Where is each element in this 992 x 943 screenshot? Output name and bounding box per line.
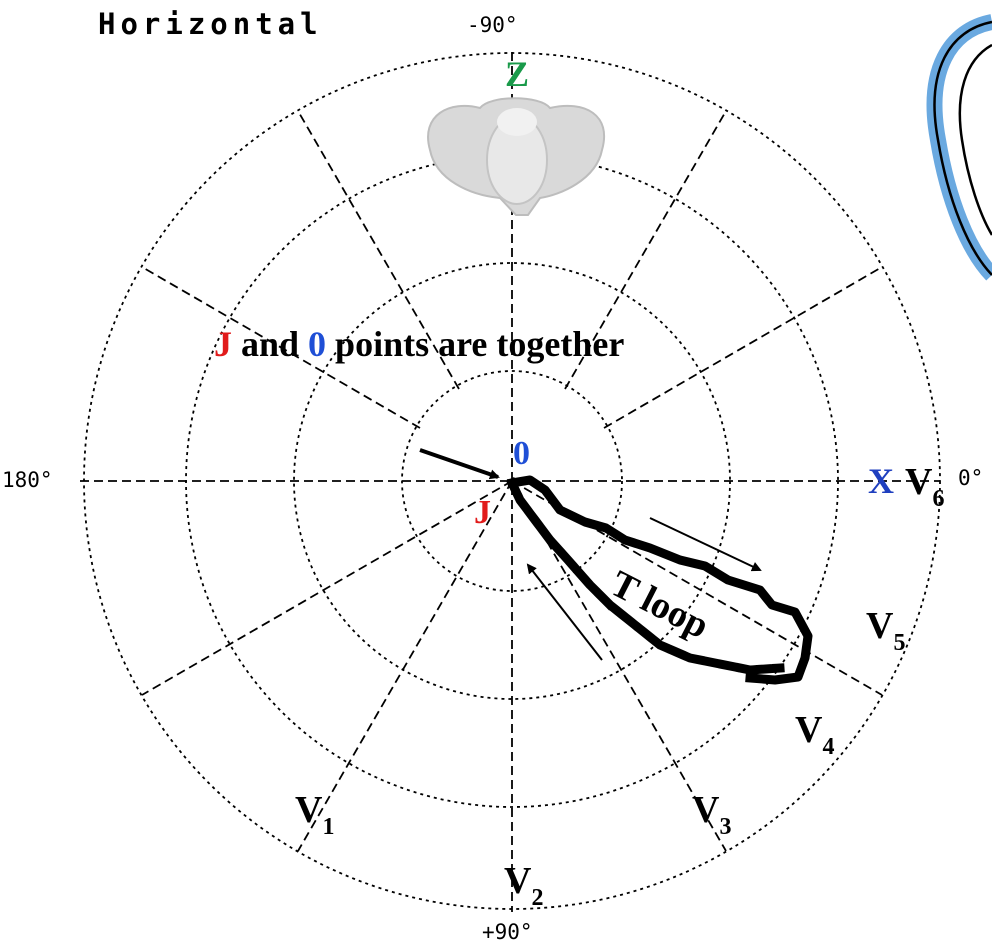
return-arrow [526, 563, 603, 661]
radial-150 [141, 480, 513, 696]
radial-300 [564, 110, 727, 390]
annotation-j: J [214, 324, 232, 364]
angle-top: -90° [467, 13, 518, 37]
lead-v4: V4 [795, 709, 834, 760]
lead-v1: V1 [295, 789, 334, 840]
heart-illustration [926, 14, 992, 281]
z-axis-label: Z [505, 54, 529, 94]
t-loop-label: T loop [604, 563, 716, 648]
arrows [419, 448, 762, 661]
annotation-zero: 0 [308, 324, 326, 364]
pointer-arrow [419, 448, 500, 480]
annotation-rest: points are together [326, 324, 624, 364]
lead-v3: V3 [692, 789, 731, 840]
angle-left: 180° [2, 468, 53, 492]
angle-right: 0° [958, 466, 983, 490]
x-axis-label: X [868, 461, 894, 501]
lead-v6: V6 [905, 461, 944, 512]
outbound-arrow [649, 517, 762, 572]
t-loop-outer [506, 475, 813, 685]
point-zero-label: 0 [513, 435, 530, 472]
t-loop-inner [506, 477, 785, 675]
brain-model [427, 97, 605, 216]
lead-labels: V1 V2 V3 V4 V5 V6 [295, 461, 944, 911]
radial-330 [603, 266, 883, 429]
lead-v5: V5 [866, 605, 905, 656]
angle-bottom: +90° [482, 920, 533, 943]
lead-v2: V2 [504, 860, 543, 911]
point-j-label: J [474, 494, 491, 531]
t-loop [506, 475, 813, 685]
radial-120 [297, 480, 513, 852]
annotation-text: J and 0 points are together [214, 324, 624, 364]
title: Horizontal [98, 7, 323, 41]
radial-210 [141, 266, 421, 429]
annotation-and: and [232, 324, 308, 364]
radial-240 [297, 110, 460, 390]
